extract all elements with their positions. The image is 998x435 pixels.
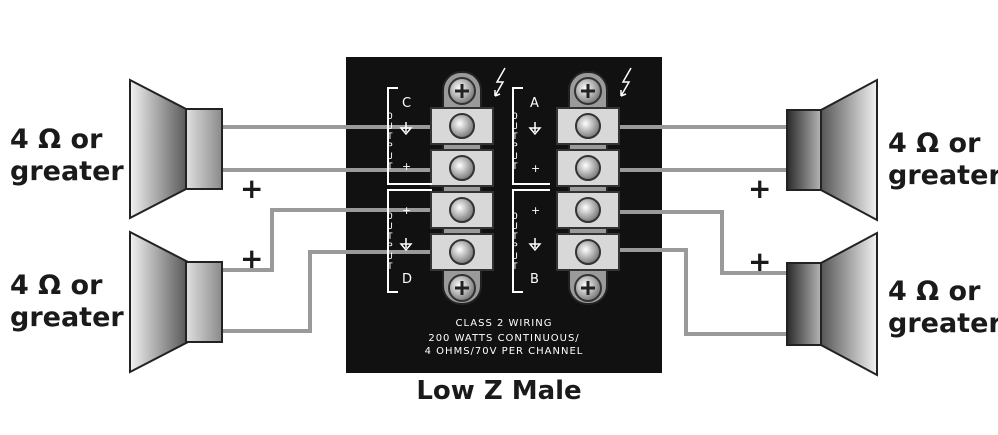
wire-bottom-right-neg bbox=[590, 248, 787, 336]
spec-line-2: 200 WATTS CONTINUOUS/ bbox=[428, 333, 580, 344]
label-bottom-left: 4 Ω or greater bbox=[10, 270, 124, 334]
wire-bottom-left-neg bbox=[222, 250, 460, 333]
speaker-bottom-right bbox=[786, 231, 878, 377]
impedance-text: 4 Ω or bbox=[10, 124, 103, 155]
label-top-right: 4 Ω or greater bbox=[888, 128, 998, 192]
channel-c-label: C bbox=[402, 96, 412, 111]
impedance-text: 4 Ω or bbox=[888, 276, 981, 307]
output-vertical-a: OUTPUT bbox=[509, 112, 520, 176]
plus-sign-top-right: + bbox=[748, 172, 772, 205]
rating-text: greater bbox=[888, 160, 998, 191]
output-text: OUTPUT bbox=[385, 112, 395, 172]
spec-line-1: CLASS 2 WIRING bbox=[455, 318, 553, 329]
output-vertical-d: OUTPUT bbox=[384, 212, 395, 276]
plus-sign-bottom-left: + bbox=[240, 242, 264, 275]
diagram-caption: Low Z Male bbox=[416, 376, 582, 406]
terminal-d-neg bbox=[449, 239, 475, 265]
panel-plus-c: + bbox=[402, 160, 412, 173]
output-text: OUTPUT bbox=[510, 212, 520, 272]
impedance-text: 4 Ω or bbox=[888, 128, 981, 159]
panel-plus-b: + bbox=[531, 204, 541, 217]
output-text: OUTPUT bbox=[385, 212, 395, 272]
terminal-d-pos bbox=[449, 197, 475, 223]
speaker-wires bbox=[222, 125, 787, 336]
output-brackets bbox=[387, 87, 550, 293]
rating-text: greater bbox=[10, 302, 124, 333]
speaker-top-left bbox=[129, 78, 223, 220]
label-top-left: 4 Ω or greater bbox=[10, 124, 124, 188]
terminal-a-pos bbox=[575, 155, 601, 181]
polarity-arrow-icon bbox=[399, 122, 542, 252]
rating-text: greater bbox=[10, 156, 124, 187]
output-vertical-b: OUTPUT bbox=[509, 212, 520, 276]
label-bottom-right: 4 Ω or greater bbox=[888, 276, 998, 340]
terminal-strip-right bbox=[556, 71, 620, 305]
channel-b-label: B bbox=[530, 272, 539, 287]
spec-line-3: 4 OHMS/70V PER CHANNEL bbox=[424, 346, 584, 357]
terminal-strip-left bbox=[430, 71, 494, 305]
terminal-c-neg bbox=[449, 113, 475, 139]
output-vertical-c: OUTPUT bbox=[384, 112, 395, 176]
lightning-icon bbox=[494, 67, 632, 97]
plus-sign-bottom-right: + bbox=[748, 245, 772, 278]
impedance-text: 4 Ω or bbox=[10, 270, 103, 301]
channel-a-label: A bbox=[530, 96, 539, 111]
rating-text: greater bbox=[888, 308, 998, 339]
speaker-top-right bbox=[786, 78, 878, 222]
terminal-c-pos bbox=[449, 155, 475, 181]
plus-sign-top-left: + bbox=[240, 172, 264, 205]
wire-bottom-left-pos bbox=[222, 208, 460, 272]
panel-plus-a: + bbox=[531, 162, 541, 175]
terminal-a-neg bbox=[575, 113, 601, 139]
wire-bottom-right-pos bbox=[590, 210, 787, 275]
channel-d-label: D bbox=[402, 272, 413, 287]
terminal-b-pos bbox=[575, 197, 601, 223]
speaker-bottom-left bbox=[129, 230, 223, 374]
panel-plus-d: + bbox=[402, 204, 412, 217]
terminal-b-neg bbox=[575, 239, 601, 265]
output-text: OUTPUT bbox=[510, 112, 520, 172]
